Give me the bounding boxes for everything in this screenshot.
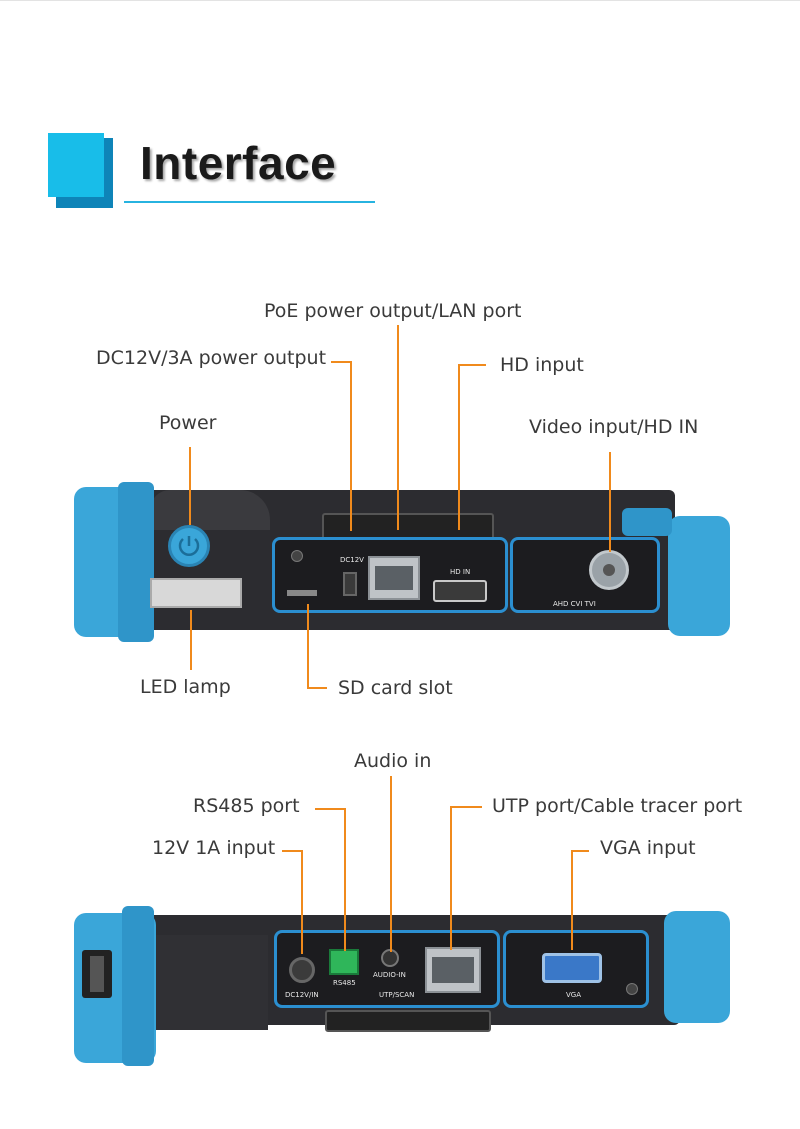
- bnc-connector[interactable]: [589, 550, 629, 590]
- dc-in-jack[interactable]: [289, 957, 315, 983]
- title-underline: [124, 201, 375, 203]
- leader-power: [189, 447, 191, 525]
- label-video-input: Video input/HD IN: [529, 416, 699, 438]
- bottom-right-bumper: [664, 911, 730, 1023]
- top-device-handle: [150, 490, 270, 530]
- top-indicator: [291, 550, 303, 562]
- leader-hd-h: [458, 364, 486, 366]
- label-12v1a: 12V 1A input: [152, 837, 276, 859]
- top-port-panel: DC12V HD IN: [272, 537, 508, 613]
- header-square: [48, 133, 104, 197]
- power-button[interactable]: [168, 525, 210, 567]
- leader-video: [609, 452, 611, 552]
- bottom-left-bumper-edge: [122, 906, 154, 1066]
- leader-rs485-v: [344, 808, 346, 951]
- leader-vga-v: [571, 850, 573, 950]
- dc-out-jack[interactable]: [343, 572, 357, 596]
- audioin-label: AUDIO-IN: [373, 971, 406, 979]
- label-rs485: RS485 port: [193, 795, 300, 817]
- led-lamp: [150, 578, 242, 608]
- sd-card-slot[interactable]: [287, 590, 317, 596]
- top-bnc-panel: AHD CVI TVI: [510, 537, 660, 613]
- bottom-vga-panel: VGA: [503, 930, 649, 1008]
- label-hd-input: HD input: [500, 354, 584, 376]
- label-power: Power: [159, 412, 217, 434]
- vga-label: VGA: [566, 991, 582, 999]
- label-vga: VGA input: [600, 837, 696, 859]
- leader-utp-v: [450, 806, 452, 950]
- bottom-device-stand: [325, 1010, 491, 1032]
- rs485-label: RS485: [333, 979, 356, 987]
- leader-led: [190, 610, 192, 670]
- leader-sd-v: [307, 604, 309, 688]
- leader-utp-h: [450, 806, 482, 808]
- leader-sd-h: [307, 687, 327, 689]
- label-audio-in: Audio in: [354, 750, 432, 772]
- leader-12v-v: [301, 850, 303, 954]
- power-icon: [178, 536, 200, 556]
- top-right-bumper-cap: [622, 508, 672, 536]
- label-poe-lan: PoE power output/LAN port: [264, 300, 522, 322]
- bottom-port-panel: DC12V/IN RS485 AUDIO-IN UTP/SCAN: [274, 930, 500, 1008]
- top-left-bumper-edge: [118, 482, 154, 642]
- label-utp: UTP port/Cable tracer port: [492, 795, 743, 817]
- label-sd-card: SD card slot: [338, 677, 453, 699]
- utp-port[interactable]: [425, 947, 481, 993]
- bottom-side-port[interactable]: [82, 950, 112, 998]
- lan-port[interactable]: [368, 556, 420, 600]
- label-led-lamp: LED lamp: [140, 676, 231, 698]
- leader-poe: [397, 325, 399, 530]
- top-right-bumper: [668, 516, 730, 636]
- leader-12v-h: [282, 850, 302, 852]
- leader-audio: [390, 776, 392, 952]
- leader-dc12v-v: [350, 361, 352, 531]
- hdmi-port[interactable]: [433, 580, 487, 602]
- top-divider: [0, 0, 800, 1]
- dc-out-label: DC12V: [340, 556, 364, 564]
- label-dc12v-output: DC12V/3A power output: [96, 347, 327, 369]
- rs485-terminal[interactable]: [329, 949, 359, 975]
- hdin-label: HD IN: [450, 568, 471, 576]
- page-title: Interface: [140, 137, 337, 189]
- utpscan-label: UTP/SCAN: [379, 991, 415, 999]
- bottom-indicator: [626, 983, 638, 995]
- leader-hd-v: [458, 364, 460, 530]
- vga-port[interactable]: [542, 953, 602, 983]
- leader-dc12v-h: [331, 361, 351, 363]
- leader-rs485-h: [315, 808, 345, 810]
- dcin-label: DC12V/IN: [285, 991, 319, 999]
- bottom-device-rear: [148, 935, 268, 1030]
- bnc-label: AHD CVI TVI: [553, 600, 596, 608]
- leader-vga-h: [571, 850, 589, 852]
